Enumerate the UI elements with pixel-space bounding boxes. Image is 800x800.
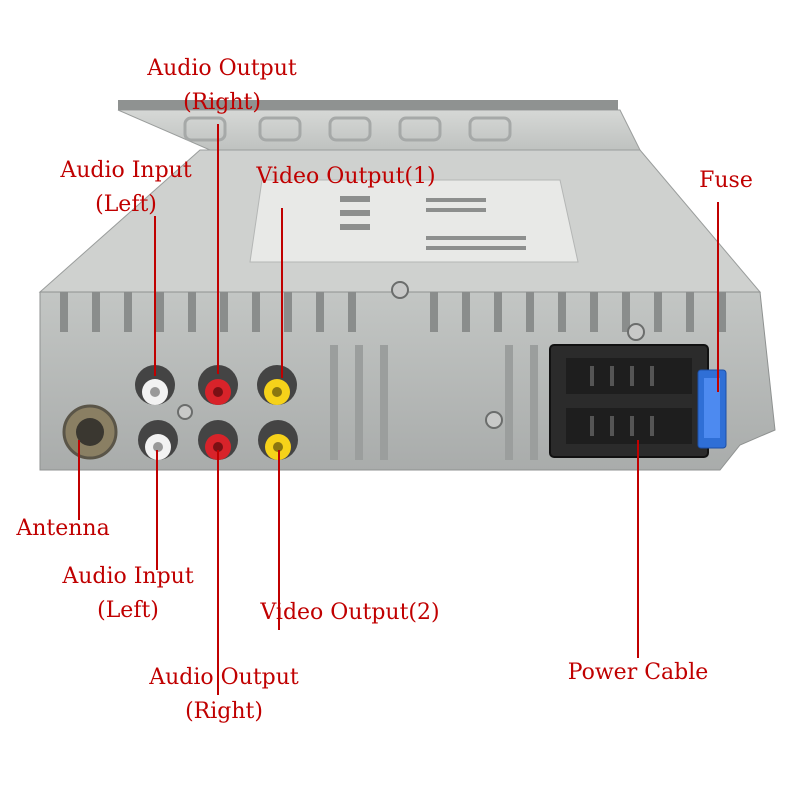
label-fuse: Fuse — [699, 168, 753, 193]
label-line-1: Audio Output — [149, 665, 299, 690]
label-video-output-1: Video Output(1) — [256, 164, 436, 189]
leader-video-output-2 — [278, 450, 280, 630]
label-audio-input-left-bottom: Audio Input (Left) — [46, 560, 210, 628]
label-line-2: (Right) — [185, 699, 263, 724]
label-line-2: (Right) — [183, 90, 261, 115]
rca-jack-audio-input-left-bottom — [138, 420, 178, 460]
rca-jack-audio-output-right-top — [198, 365, 238, 405]
label-audio-output-right-top: Audio Output (Right) — [132, 52, 312, 120]
rca-jack-audio-input-left-top — [135, 365, 175, 405]
leader-audio-output-right-bottom — [217, 450, 219, 695]
label-antenna: Antenna — [16, 516, 110, 541]
screw — [391, 281, 409, 299]
label-line-1: Audio Output — [147, 56, 297, 81]
rca-jack-video-output-1 — [257, 365, 297, 405]
leader-audio-input-left-bottom — [156, 450, 158, 570]
leader-antenna — [78, 440, 80, 520]
screw — [177, 404, 193, 420]
leader-power-cable — [637, 440, 639, 658]
screw — [485, 411, 503, 429]
screw — [627, 323, 645, 341]
leader-fuse — [717, 202, 719, 392]
label-audio-output-right-bottom: Audio Output (Right) — [134, 661, 314, 729]
label-line-2: (Left) — [95, 192, 157, 217]
label-power-cable: Power Cable — [567, 660, 709, 685]
top-rail — [118, 100, 618, 110]
leader-video-output-1 — [281, 208, 283, 378]
rca-jack-video-output-2 — [258, 420, 298, 460]
leader-audio-input-left-top — [154, 216, 156, 376]
label-line-2: (Left) — [97, 598, 159, 623]
leader-audio-output-right-top — [217, 124, 219, 374]
label-line-1: Audio Input — [62, 564, 194, 589]
label-audio-input-left-top: Audio Input (Left) — [44, 154, 208, 222]
rca-jack-audio-output-right-bottom — [198, 420, 238, 460]
label-line-1: Audio Input — [60, 158, 192, 183]
spec-sticker — [249, 179, 579, 263]
label-video-output-2: Video Output(2) — [260, 600, 440, 625]
